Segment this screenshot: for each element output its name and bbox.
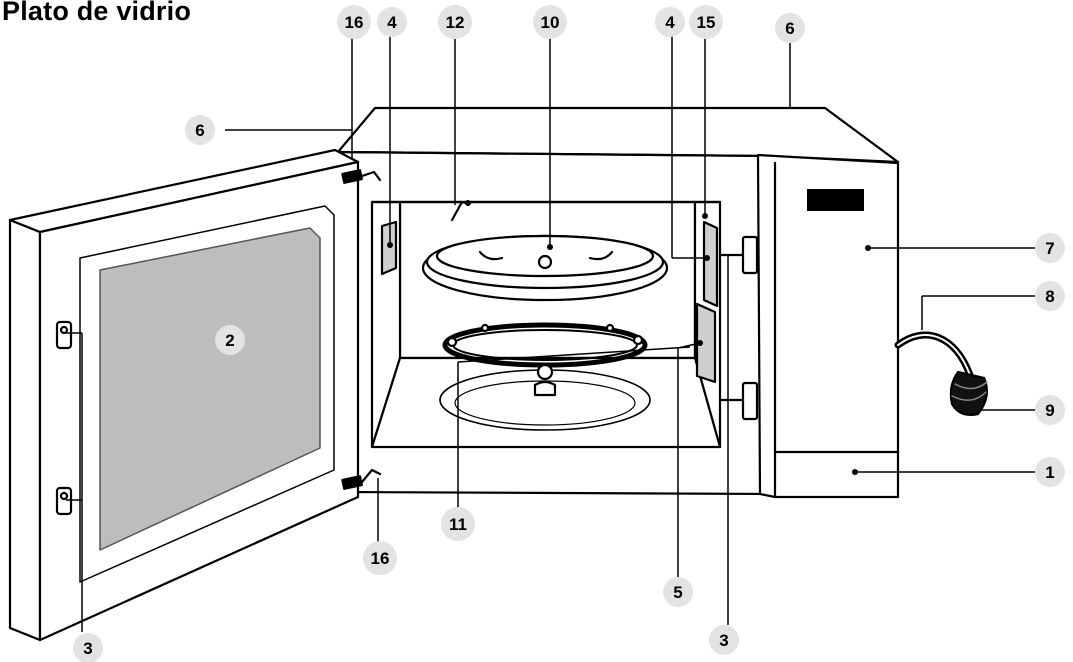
- door-window: [99, 227, 321, 551]
- badge-6-left: 6: [185, 115, 215, 145]
- badge-3-right: 3: [709, 625, 739, 655]
- svg-text:1: 1: [1045, 463, 1054, 482]
- badge-4-left: 4: [377, 7, 407, 37]
- badge-7: 7: [1035, 233, 1065, 263]
- badge-3-left: 3: [73, 633, 103, 662]
- badge-16-top: 16: [337, 5, 371, 39]
- badge-4-right: 4: [655, 7, 685, 37]
- diagram-title: Plato de vidrio: [2, 0, 192, 26]
- badge-8: 8: [1035, 281, 1065, 311]
- badge-6-right: 6: [775, 13, 805, 43]
- svg-text:6: 6: [195, 121, 204, 140]
- badge-1: 1: [1035, 457, 1065, 487]
- badge-12: 12: [438, 5, 472, 39]
- leader-dots: [387, 200, 871, 475]
- badge-9: 9: [1035, 395, 1065, 425]
- waveguide-cover: [380, 220, 719, 384]
- cabinet: [336, 106, 900, 499]
- svg-text:8: 8: [1045, 287, 1054, 306]
- svg-text:15: 15: [697, 13, 716, 32]
- svg-text:9: 9: [1045, 401, 1054, 420]
- badge-5: 5: [663, 577, 693, 607]
- door-latch: [55, 320, 73, 516]
- svg-text:3: 3: [83, 639, 92, 658]
- svg-text:5: 5: [673, 583, 682, 602]
- power-plug: [949, 370, 989, 416]
- svg-text:12: 12: [446, 13, 465, 32]
- svg-text:7: 7: [1045, 239, 1054, 258]
- svg-text:10: 10: [541, 13, 560, 32]
- svg-text:4: 4: [387, 13, 397, 32]
- svg-text:16: 16: [345, 13, 364, 32]
- badge-15: 15: [689, 5, 723, 39]
- badge-16-bottom: 16: [363, 541, 397, 575]
- leader-lines: [66, 36, 1036, 632]
- svg-text:6: 6: [785, 19, 794, 38]
- door-safety-lock-system: [718, 235, 759, 421]
- door-hinge: [341, 169, 363, 490]
- display-window: [807, 189, 864, 211]
- svg-text:4: 4: [665, 13, 675, 32]
- glass-tray: [421, 234, 669, 302]
- badge-2: 2: [215, 325, 245, 355]
- svg-text:16: 16: [371, 549, 390, 568]
- badge-11: 11: [441, 507, 475, 541]
- power-cord: [894, 331, 974, 379]
- svg-text:11: 11: [449, 515, 467, 534]
- svg-text:2: 2: [225, 331, 234, 350]
- badge-10: 10: [533, 5, 567, 39]
- svg-text:3: 3: [719, 631, 728, 650]
- turntable-support: [439, 322, 651, 431]
